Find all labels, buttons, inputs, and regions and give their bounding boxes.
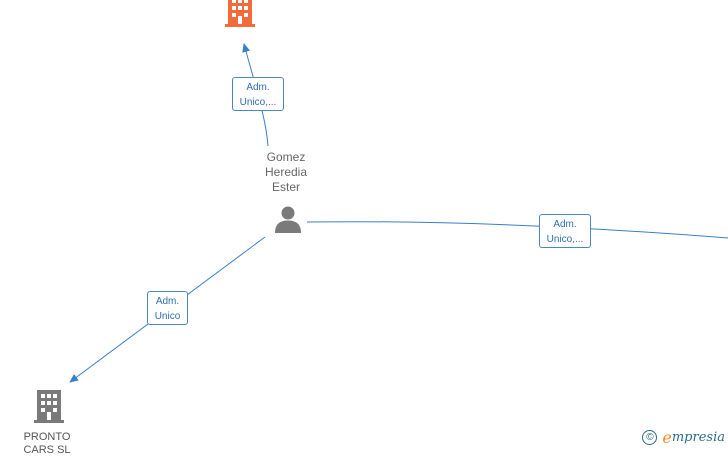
company-node-top[interactable]: [224, 0, 256, 28]
building-icon: [34, 390, 64, 423]
edge-label-right[interactable]: Adm. Unico,...: [539, 214, 591, 248]
company-name-label-left: PRONTO CARS SL: [23, 431, 71, 456]
edge-line-right: [306, 221, 728, 239]
company-node-left[interactable]: [33, 390, 65, 424]
copyright-symbol: ©: [642, 430, 658, 445]
person-name-label: Gomez Heredia Ester: [264, 150, 308, 194]
person-node[interactable]: [274, 205, 302, 233]
person-icon: [275, 206, 301, 233]
building-icon: [225, 0, 255, 27]
edge-label-left[interactable]: Adm. Unico: [147, 291, 188, 325]
brand-name: mpresia: [671, 430, 725, 445]
edge-label-top[interactable]: Adm. Unico,...: [232, 77, 284, 111]
brand-initial: e: [662, 428, 672, 447]
